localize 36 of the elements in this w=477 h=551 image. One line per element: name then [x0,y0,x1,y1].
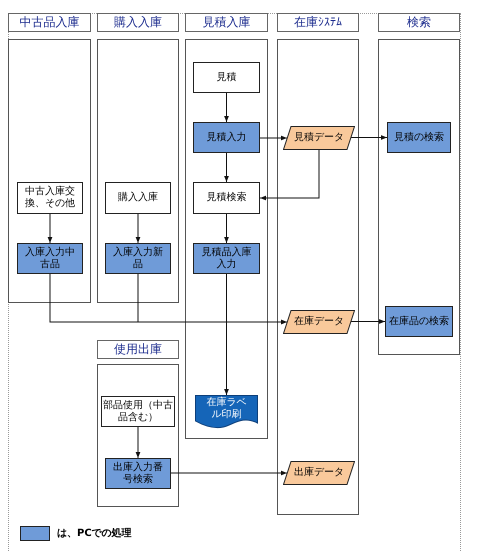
arrow [224,274,229,396]
process-box: 購入入庫 [105,182,171,214]
process-box: 見積 [193,62,260,93]
lane-header: 在庫ｼｽﾃﾑ [277,13,359,32]
process-box: 部品使用（中古品含む） [101,396,175,427]
arrow [224,92,229,122]
document-shape: 在庫ラベル印刷 [195,395,258,429]
arrow [260,150,320,200]
pc-process-box: 在庫品の検索 [385,306,453,337]
pc-process-box: 入庫入力中古品 [17,243,83,274]
data-parallelogram: 在庫データ [283,310,355,334]
pc-process-box: 入庫入力新品 [105,243,171,274]
arrow [350,135,388,140]
legend-label: は、PCでの処理 [57,526,132,541]
process-box: 見積検索 [193,182,260,214]
arrow [224,214,229,244]
pc-process-box: 見積の検索 [387,122,451,153]
lane-header: 使用出庫 [97,340,179,359]
arrow [136,214,140,244]
pc-process-box: 出庫入力番号検索 [105,458,171,489]
pc-process-box: 見積入力 [193,122,260,153]
pc-process-box: 見積品入庫入力 [193,243,260,274]
arrow [48,214,52,244]
arrow [260,136,288,140]
process-box: 中古入庫交換、その他 [17,182,83,214]
arrow [170,470,288,476]
arrow [350,319,386,324]
arrow [138,274,288,324]
arrow [136,426,140,458]
lane-header: 検索 [378,13,460,32]
data-parallelogram: 出庫データ [283,461,355,485]
lane-header: 購入入庫 [97,13,179,32]
lane-header: 中古品入庫 [8,13,91,32]
lane-header: 見積入庫 [185,13,268,32]
arrow [224,152,229,182]
data-parallelogram: 見積データ [283,126,355,150]
